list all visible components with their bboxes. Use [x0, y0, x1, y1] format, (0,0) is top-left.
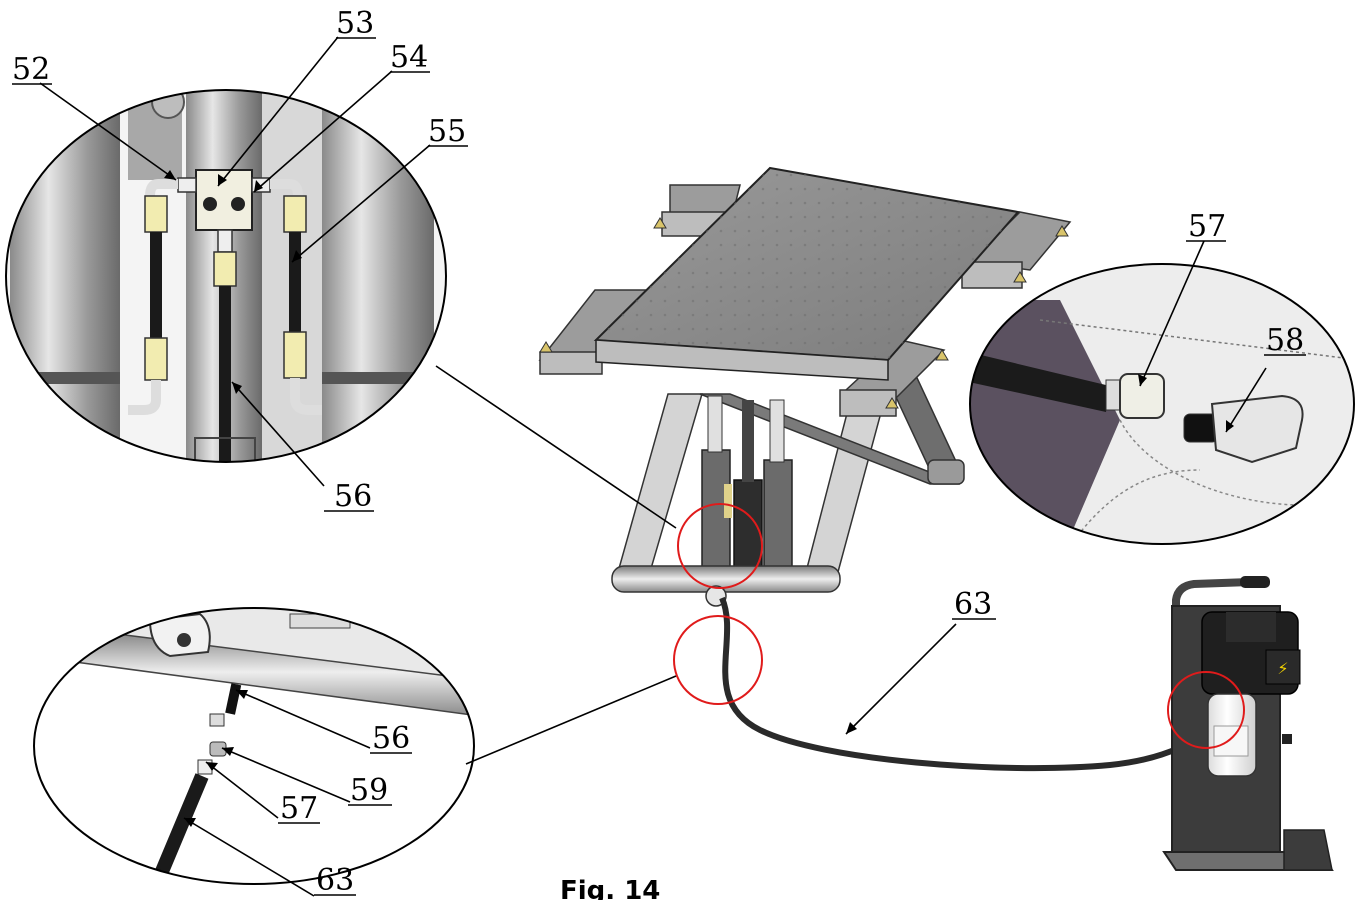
callout-labels: 52 53 54 55 56 57 58 63 56 59 57 63 — [12, 6, 1306, 898]
coupler-58 — [1210, 394, 1304, 464]
warning-icon: ⚡ — [1277, 659, 1288, 678]
highlight-circle-hose-exit — [673, 615, 763, 705]
lift-cylinder-left — [10, 90, 120, 462]
leader-lines — [39, 36, 1267, 897]
callout-52: 52 — [12, 52, 50, 87]
hose-end — [970, 350, 1110, 412]
callout-57-bottom: 57 — [280, 791, 318, 826]
detail-quick-coupler — [969, 263, 1355, 545]
highlight-circle-valve — [677, 503, 763, 589]
callout-53: 53 — [336, 6, 374, 41]
scissor-lift — [538, 166, 1212, 772]
highlight-circle-pump-port — [1167, 671, 1245, 749]
base-crossbar — [611, 565, 841, 593]
detail-hose-connection — [33, 607, 475, 885]
fitting-52 — [177, 177, 197, 193]
hose-left — [150, 232, 162, 338]
hose-63 — [719, 596, 1212, 772]
main-cylinder-right — [763, 459, 793, 575]
fitting-56 — [209, 713, 225, 727]
detail-valve-block — [5, 89, 447, 463]
callout-55: 55 — [428, 114, 466, 149]
callout-56-top: 56 — [334, 479, 372, 514]
callout-54: 54 — [390, 40, 428, 75]
arrowheads — [164, 170, 1234, 827]
callout-63-bottom: 63 — [316, 863, 354, 898]
figure-caption: Fig. 14 — [560, 876, 660, 900]
callout-59: 59 — [350, 773, 388, 808]
hose-centre-56 — [219, 286, 231, 462]
hose-right-55 — [289, 232, 301, 332]
callout-58: 58 — [1266, 323, 1304, 358]
coupler-57 — [1119, 373, 1165, 419]
hydraulic-pump-unit: ⚡ — [1162, 576, 1334, 871]
callout-57-right: 57 — [1188, 209, 1226, 244]
callout-56-bottom: 56 — [372, 721, 410, 756]
lift-cylinder-right — [322, 90, 434, 462]
callout-63-hose: 63 — [954, 587, 992, 622]
